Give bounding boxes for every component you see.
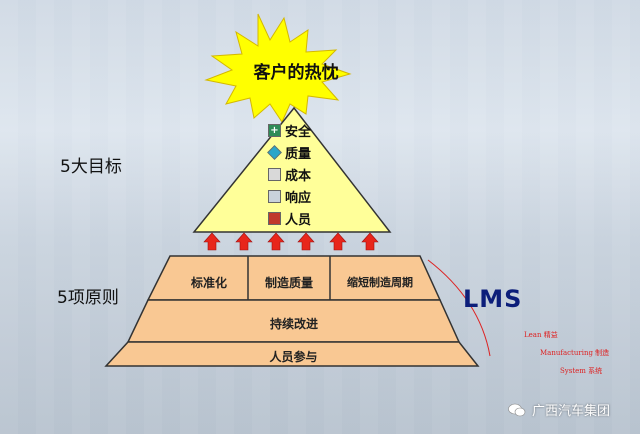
watermark-text: 广西汽车集团 (532, 404, 611, 419)
goal-label: 安全 (285, 124, 312, 140)
clock-icon (268, 189, 281, 203)
up-arrow (361, 232, 379, 251)
principle-standardization: 标准化 (190, 276, 227, 290)
wechat-icon (508, 403, 526, 416)
goal-label: 响应 (285, 190, 312, 206)
principles-side-label: 5项原则 (57, 288, 119, 308)
lms-note-lean: Lean 精益 (524, 331, 558, 339)
goal-item-cost: 成本 (268, 165, 312, 184)
goal-item-quality: 质量 (267, 143, 312, 162)
people-icon (268, 211, 281, 225)
principle-continuous-improvement: 持续改进 (269, 317, 318, 331)
principle-quality: 制造质量 (264, 276, 313, 290)
title-starburst (204, 13, 352, 124)
up-arrow (235, 232, 253, 251)
principle-cycle-time: 缩短制造周期 (347, 276, 413, 289)
safety-cross-icon: + (268, 123, 281, 137)
lms-note-manufacturing: Manufacturing 制造 (540, 349, 610, 357)
up-arrow (297, 232, 315, 251)
money-icon (268, 167, 281, 181)
principle-people-involvement: 人员参与 (269, 350, 318, 364)
goal-label: 成本 (285, 168, 312, 184)
goal-item-response: 响应 (268, 187, 312, 206)
up-arrow (203, 232, 221, 251)
base-tier-bottom (104, 341, 480, 367)
up-arrow (329, 232, 347, 251)
goal-item-people: 人员 (268, 209, 312, 228)
goal-label: 质量 (285, 146, 312, 162)
title-text: 客户的热忱 (253, 63, 339, 83)
goals-pyramid (192, 106, 392, 233)
goal-label: 人员 (285, 212, 312, 228)
lms-note-system: System 系统 (560, 367, 603, 375)
goal-item-safety: + 安全 (268, 121, 312, 140)
up-arrow (267, 232, 285, 251)
lms-label: LMS (463, 285, 523, 313)
watermark: 广西汽车集团 (508, 400, 610, 419)
goals-side-label: 5大目标 (60, 157, 122, 177)
arrows-row (203, 232, 379, 251)
diamond-icon (267, 144, 282, 160)
lms-bracket (427, 259, 491, 357)
